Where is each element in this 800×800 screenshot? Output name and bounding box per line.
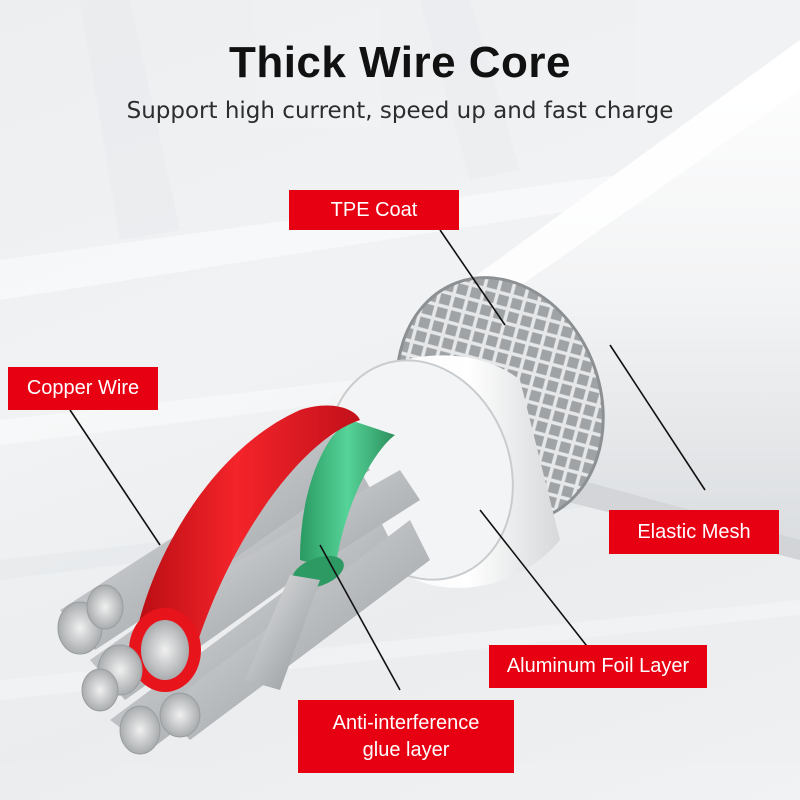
label-glue-line-1: Anti-interference [332, 711, 480, 734]
page-subtitle: Support high current, speed up and fast … [126, 98, 674, 124]
label-aluminum-foil: Aluminum Foil Layer [489, 645, 707, 688]
label-glue-line-2: glue layer [362, 738, 450, 761]
strand-ends [57, 584, 201, 755]
red-wire [135, 405, 360, 650]
label-anti-interference: Anti-interference glue layer [298, 700, 514, 773]
label-tpe-coat: TPE Coat [289, 190, 459, 230]
label-copper-wire: Copper Wire [8, 367, 158, 410]
page-title: Thick Wire Core [228, 38, 572, 87]
green-wire [300, 420, 395, 570]
label-elastic-mesh: Elastic Mesh [609, 510, 779, 554]
callout-lines [69, 229, 706, 691]
